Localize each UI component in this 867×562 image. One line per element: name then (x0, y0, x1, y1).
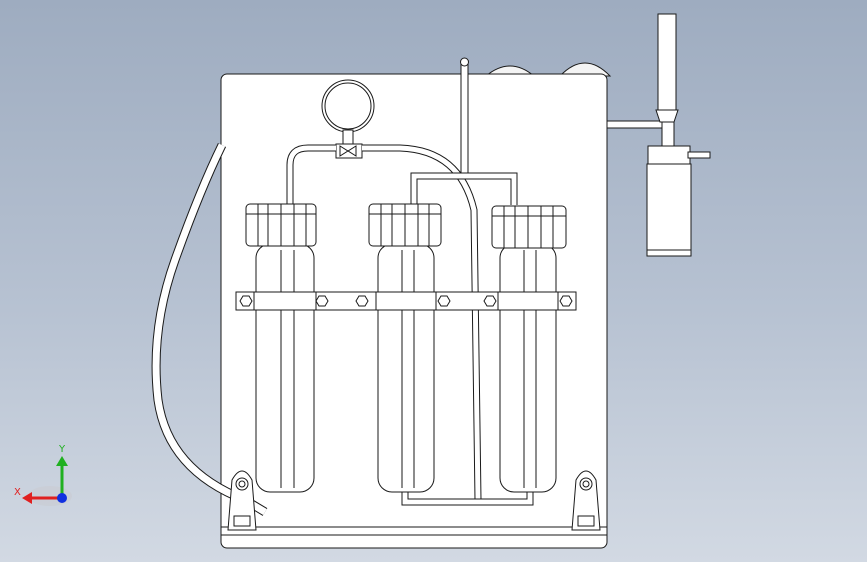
valve (335, 143, 363, 159)
collection-cup (646, 145, 711, 257)
pressure-gauge (321, 79, 375, 145)
side-hose (151, 143, 268, 516)
mount-foot-left (227, 470, 257, 531)
x-axis-arrowhead (22, 492, 32, 504)
z-axis-dot (57, 493, 67, 503)
y-axis-label: Y (58, 444, 66, 455)
coordinate-triad: Y X (14, 444, 72, 506)
x-axis-label: X (14, 487, 21, 498)
mount-foot-right (571, 470, 601, 531)
mounting-bracket (235, 291, 577, 311)
vertical-pipe (460, 57, 469, 175)
tee-fitting (606, 13, 679, 149)
top-piping (286, 144, 518, 501)
bottom-piping (401, 490, 534, 506)
bracket-bolts (239, 295, 573, 307)
y-axis-arrowhead (56, 456, 68, 466)
